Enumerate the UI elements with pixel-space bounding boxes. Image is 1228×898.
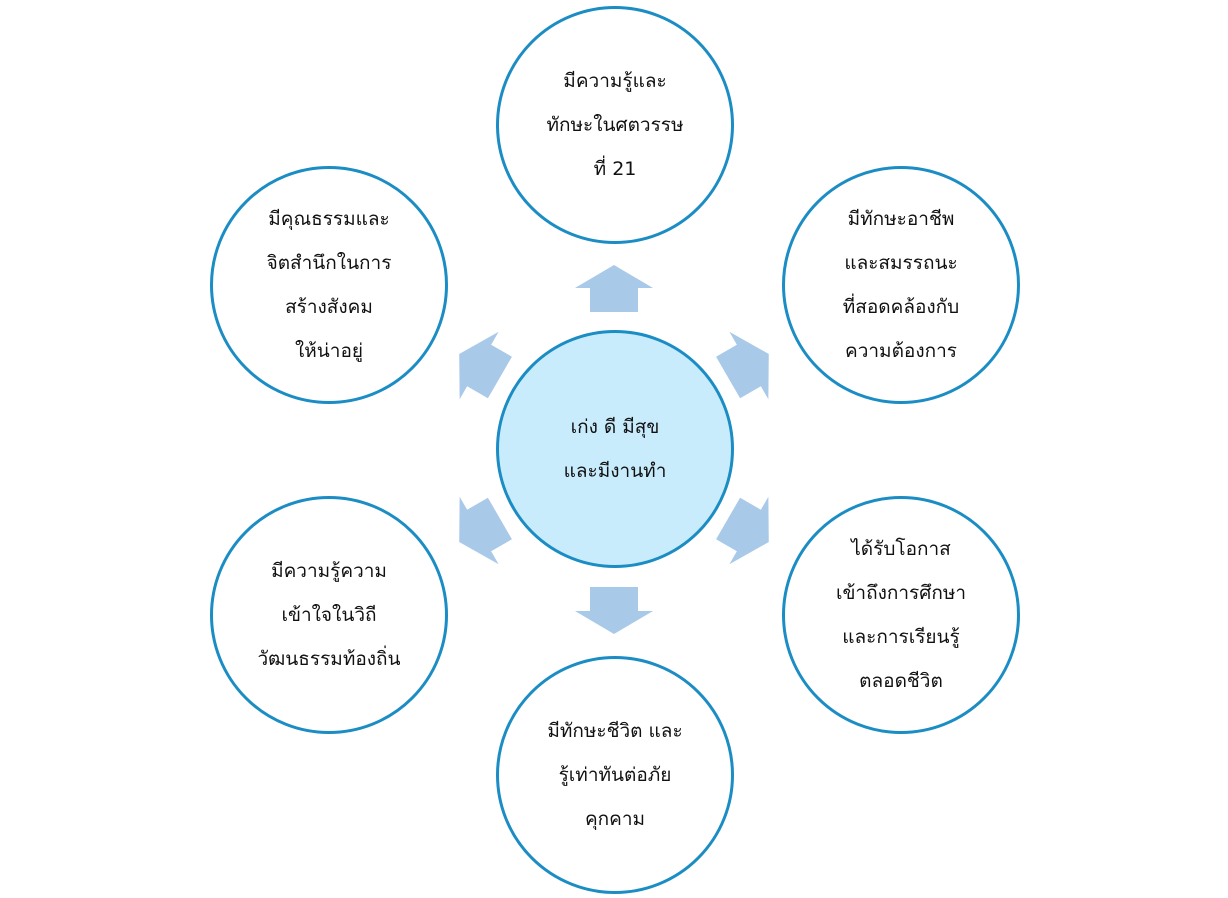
node-21st-century-skills: มีความรู้และ ทักษะในศตวรรษ ที่ 21 <box>496 6 734 244</box>
node-line: รู้เท่าทันต่อภัย <box>558 764 672 786</box>
node-line: เข้าใจในวิถี <box>281 604 377 626</box>
node-line: ให้น่าอยู่ <box>294 340 363 362</box>
node-line: วัฒนธรรมท้องถิ่น <box>257 648 401 670</box>
center-line: และมีงานทำ <box>563 460 667 482</box>
center-circle: เก่ง ดี มีสุข และมีงานทำ <box>496 330 734 568</box>
node-morality: มีคุณธรรมและ จิตสำนึกในการ สร้างสังคม ให… <box>210 166 448 404</box>
node-life-skills: มีทักษะชีวิต และ รู้เท่าทันต่อภัย คุกคาม <box>496 656 734 894</box>
node-line: ความต้องการ <box>845 340 957 362</box>
node-line: ตลอดชีวิต <box>859 670 943 692</box>
node-line: ทักษะในศตวรรษ <box>546 114 684 136</box>
node-career-skills: มีทักษะอาชีพ และสมรรถนะ ที่สอดคล้องกับ ค… <box>782 166 1020 404</box>
node-line: มีทักษะชีวิต และ <box>547 720 683 742</box>
node-line: มีคุณธรรมและ <box>268 208 390 230</box>
center-line: เก่ง ดี มีสุข <box>570 416 660 438</box>
arrow-down <box>575 587 653 634</box>
node-line: และการเรียนรู้ <box>842 626 960 648</box>
node-line: ที่สอดคล้องกับ <box>842 296 960 318</box>
node-line: จิตสำนึกในการ <box>266 252 392 274</box>
node-lifelong-learning: ได้รับโอกาส เข้าถึงการศึกษา และการเรียนร… <box>782 496 1020 734</box>
node-line: สร้างสังคม <box>285 296 373 318</box>
node-line: และสมรรถนะ <box>844 252 958 274</box>
node-line: ได้รับโอกาส <box>851 538 951 560</box>
node-line: มีความรู้ความ <box>271 560 387 582</box>
node-line: ที่ 21 <box>593 158 637 180</box>
node-line: มีทักษะอาชีพ <box>847 208 955 230</box>
node-line: เข้าถึงการศึกษา <box>835 582 967 604</box>
node-line: มีความรู้และ <box>563 70 667 92</box>
arrow-up <box>575 265 653 312</box>
node-line: คุกคาม <box>584 808 646 830</box>
node-local-culture: มีความรู้ความ เข้าใจในวิถี วัฒนธรรมท้องถ… <box>210 496 448 734</box>
